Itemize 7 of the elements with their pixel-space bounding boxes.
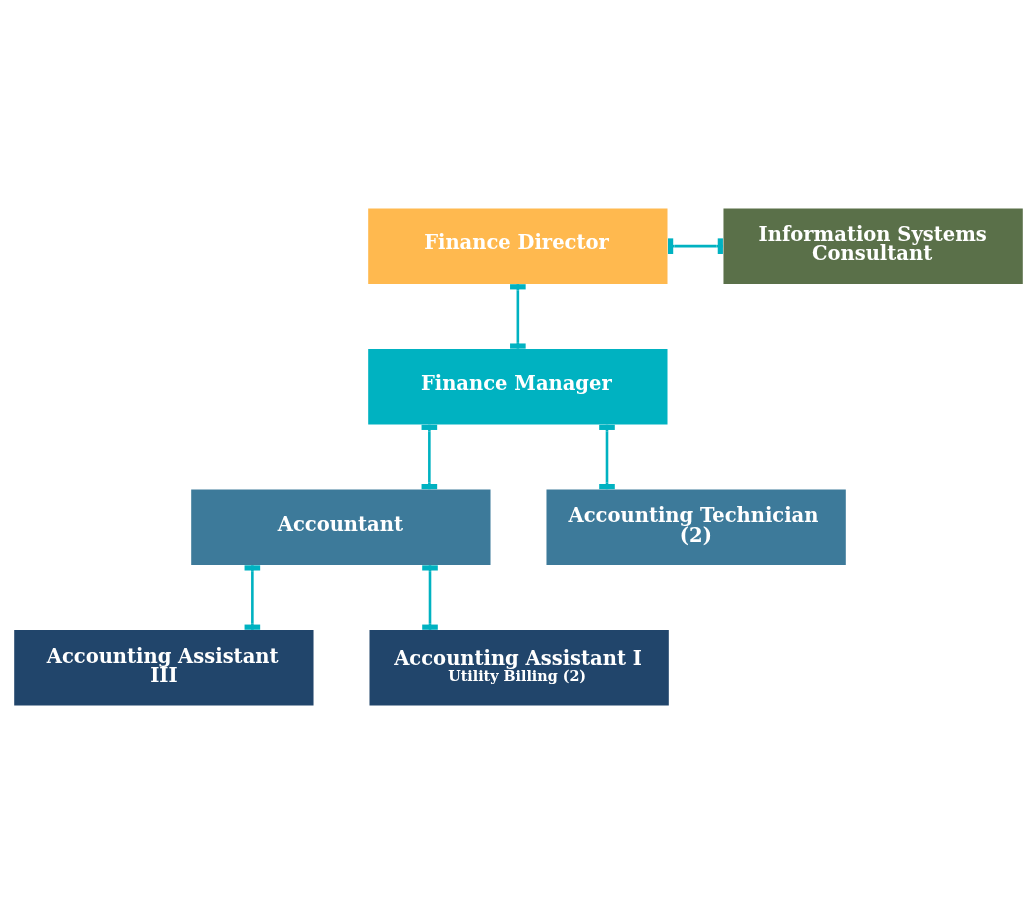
node-box: Finance Director — [367, 208, 667, 284]
node-box: Accounting Assistant III — [13, 630, 314, 706]
node-box: Accounting Technician (2) — [546, 489, 846, 565]
node-box: Finance Manager — [367, 349, 667, 425]
node-box: Accounting Assistant I Utility Billing (2) — [369, 630, 669, 706]
node-box: Accountant — [190, 489, 490, 565]
node-box: Information Systems Consultant — [722, 208, 1023, 284]
